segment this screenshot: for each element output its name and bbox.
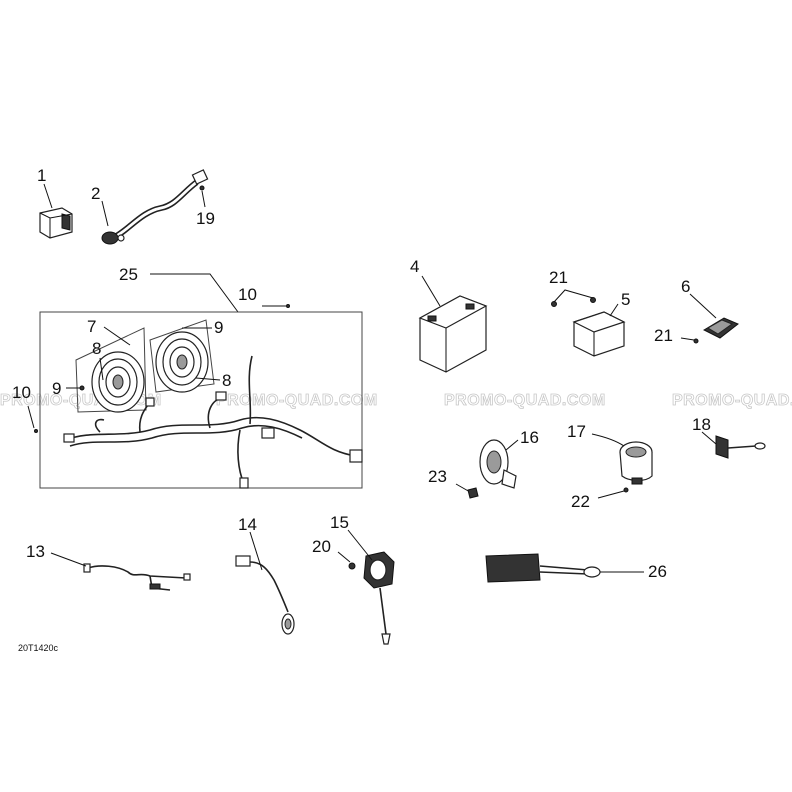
watermark-2: PROMO-QUAD.COM [216,392,378,409]
callout-25: 25 [119,265,138,284]
callout-10-left: 10 [12,383,31,402]
leader-4 [421,275,441,307]
callout-20: 20 [312,537,331,556]
leader-25 [150,273,239,313]
leader-7 [103,326,131,346]
callout-26: 26 [648,562,667,581]
callout-9-top: 9 [214,318,223,337]
part-8-headlight-right [149,319,215,393]
callout-17: 17 [567,422,586,441]
part-5-relay-box [572,311,626,357]
part-15-ignition [363,551,395,645]
callout-16: 16 [520,428,539,447]
leader-19 [201,190,206,208]
callout-14: 14 [238,515,257,534]
drawing-code: 20T1420c [18,643,59,653]
callout-9-left: 9 [52,379,61,398]
callout-22: 22 [571,492,590,511]
part-13-wire [83,563,191,591]
leader-17 [591,433,625,447]
part-1-switch [39,207,73,239]
leader-8-left [99,357,104,381]
callout-19: 19 [196,209,215,228]
watermark-3: PROMO-QUAD.COM [444,392,606,409]
leader-10-left [27,405,35,429]
leader-1 [43,183,53,209]
callout-21-top: 21 [549,268,568,287]
part-8-headlight-left [75,327,147,413]
callout-8-left: 8 [92,339,101,358]
callout-10-top: 10 [238,285,257,304]
part-6-flasher [702,317,739,339]
callout-8-right: 8 [222,371,231,390]
leader-2 [101,200,109,227]
leader-21-right [680,337,695,341]
callout-5: 5 [621,290,630,309]
leader-13 [50,552,87,567]
leader-8-right [195,377,221,381]
part-14-sensor [235,555,295,635]
leader-6 [689,293,717,319]
leader-21-top [553,289,594,303]
watermark-4: PROMO-QUAD.COM [672,392,792,409]
part-16-horn [479,439,517,489]
callout-1: 1 [37,166,46,185]
callout-15: 15 [330,513,349,532]
callout-13: 13 [26,542,45,561]
callout-18: 18 [692,415,711,434]
leader-5 [609,303,619,317]
part-4-battery [418,295,488,373]
callout-21-right: 21 [654,326,673,345]
leader-20 [337,551,351,563]
leader-15 [347,529,373,561]
leader-18 [701,431,717,445]
part-2-sensor-cable [101,169,209,245]
leader-16 [505,439,519,451]
part-10-wiring-harness [63,355,363,489]
part-18-connector [715,435,766,459]
callout-6: 6 [681,277,690,296]
part-26-regulator [485,553,601,583]
callout-7: 7 [87,317,96,336]
callout-4: 4 [410,257,419,276]
part-17-sender [619,441,653,485]
leader-14 [249,531,263,571]
callout-23: 23 [428,467,447,486]
harness-frame [39,311,363,489]
leader-22 [597,490,625,499]
callout-2: 2 [91,184,100,203]
